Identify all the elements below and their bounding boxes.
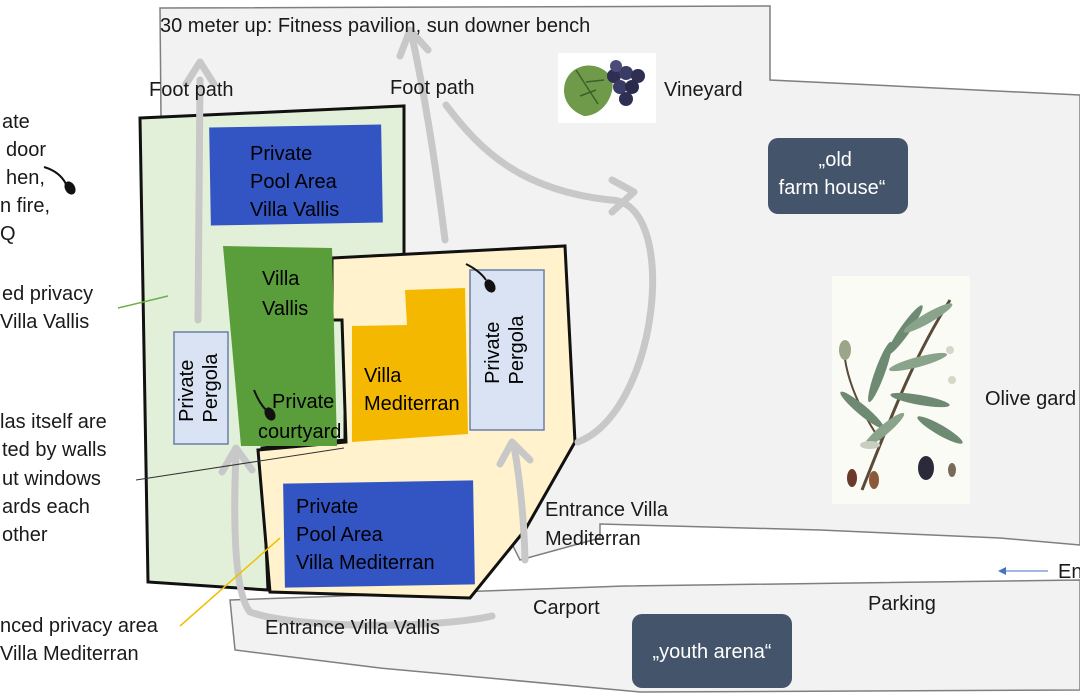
spoon-icon-pergola (465, 263, 496, 293)
olive-garden-label: Olive gard (985, 388, 1076, 410)
pool-vallis-label: Private Pool Area Villa Vallis (250, 143, 342, 221)
foot-path-right-label: Foot path (390, 77, 475, 99)
villa-mediterran-building (352, 288, 468, 442)
vineyard-label: Vineyard (664, 79, 743, 101)
pergola-left-label: Private Pergola (176, 353, 222, 423)
pergola-right (469, 269, 545, 431)
pool-area-mediterran (283, 480, 475, 588)
carport-label: Carport (533, 597, 600, 619)
pergola-left (173, 331, 229, 445)
spoon-icon-courtyard (253, 389, 276, 421)
youth-arena-box (632, 614, 792, 688)
annotation-privacy-mediterran: nced privacy area Villa Mediterran (0, 615, 163, 665)
pointer-villas-walls (135, 447, 345, 481)
pointer-privacy-mediterran (179, 537, 281, 627)
entrance-arrow-head (998, 567, 1006, 575)
annotation-outdoor-kitchen: ate door hen, n fire, Q (0, 111, 56, 245)
villa-vallis-label: Villa Vallis (262, 268, 308, 320)
pointer-privacy-vallis (117, 295, 169, 309)
parking-label: Parking (868, 593, 936, 615)
old-farm-house-box (768, 138, 908, 214)
vineyard-image (558, 53, 656, 123)
entrance-vallis-label: Entrance Villa Vallis (265, 617, 440, 639)
top-label: 30 meter up: Fitness pavilion, sun downe… (160, 15, 590, 37)
old-farm-house-label: „old farm house“ (779, 149, 886, 199)
annotation-privacy-vallis: ed privacy Villa Vallis (0, 283, 99, 333)
entrance-right-label: En (1058, 561, 1080, 583)
youth-arena-label: „youth arena“ (653, 641, 772, 663)
foot-path-left-label: Foot path (149, 79, 234, 101)
pool-mediterran-label: Private Pool Area Villa Mediterran (296, 496, 435, 574)
pergola-right-label: Private Pergola (482, 315, 528, 385)
courtyard-label: Private courtyard (258, 391, 341, 443)
annotation-villas-walls: las itself are ted by walls ut windows a… (0, 411, 112, 546)
entrance-mediterran-label: Entrance Villa Mediterran (545, 499, 674, 550)
villa-vallis-building (223, 246, 337, 446)
spoon-icon-left (43, 166, 76, 195)
path-arrows (182, 26, 657, 629)
villa-mediterran-label: Villa Mediterran (364, 365, 460, 415)
pool-area-vallis (209, 124, 383, 226)
olive-botanical-image (832, 276, 970, 504)
